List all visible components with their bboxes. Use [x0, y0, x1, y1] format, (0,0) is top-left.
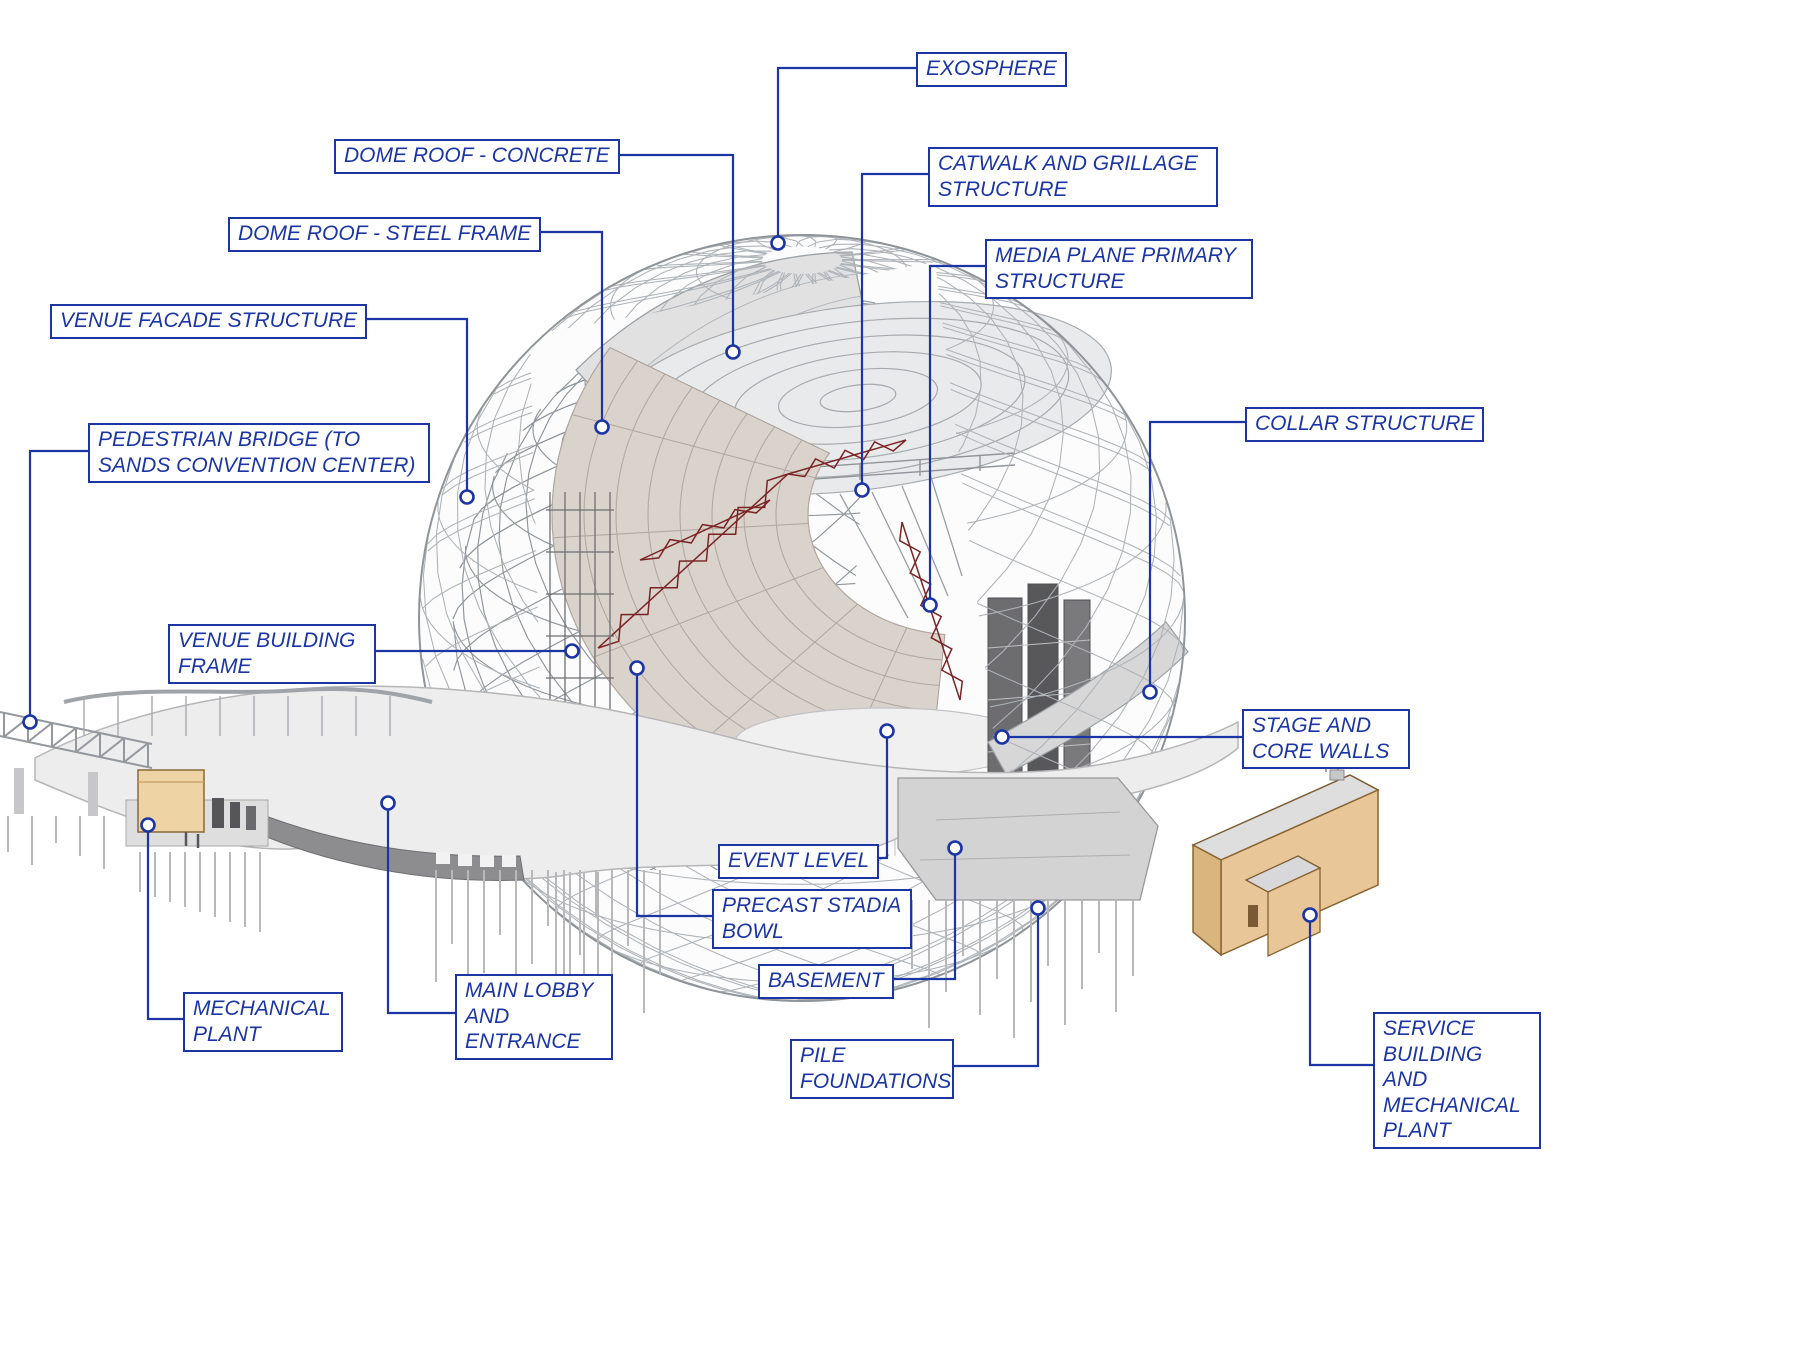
label-precast-stadia-bowl: PRECAST STADIA BOWL	[712, 889, 912, 950]
label-stage-and-core-walls: STAGE AND CORE WALLS	[1242, 709, 1410, 770]
label-catwalk-grillage: CATWALK AND GRILLAGE STRUCTURE	[928, 147, 1218, 208]
pile-foundations	[7, 816, 1134, 1038]
label-media-plane-primary-structure: MEDIA PLANE PRIMARY STRUCTURE	[985, 239, 1253, 300]
label-main-lobby-and-entrance: MAIN LOBBY AND ENTRANCE	[455, 974, 613, 1060]
lobby-door	[502, 855, 516, 867]
label-service-building: SERVICE BUILDING AND MECHANICAL PLANT	[1373, 1012, 1541, 1150]
leader-pedestrian-bridge	[22, 449, 150, 730]
label-basement: BASEMENT	[758, 964, 894, 999]
basement	[897, 777, 1159, 901]
label-venue-building-frame: VENUE BUILDING FRAME	[168, 624, 376, 685]
main-lobby-fascia	[245, 809, 525, 881]
entry-canopy	[63, 686, 433, 704]
lobby-door	[480, 855, 494, 867]
leader-mechanical-plant	[140, 817, 250, 1021]
label-dome-roof-concrete: DOME ROOF - CONCRETE	[334, 139, 620, 174]
label-mechanical-plant: MECHANICAL PLANT	[183, 992, 343, 1053]
site	[0, 685, 1380, 1038]
lobby-door	[436, 852, 450, 864]
canopy-posts	[83, 696, 391, 736]
sphere-outline	[418, 234, 1186, 1002]
label-pedestrian-bridge: PEDESTRIAN BRIDGE (TO SANDS CONVENTION C…	[88, 423, 430, 484]
label-dome-roof-steel-frame: DOME ROOF - STEEL FRAME	[228, 217, 542, 252]
label-collar-structure: COLLAR STRUCTURE	[1245, 407, 1485, 442]
lobby-door	[458, 854, 472, 866]
leader-exosphere	[770, 66, 980, 251]
label-exosphere: EXOSPHERE	[916, 52, 1067, 87]
label-pile-foundations: PILE FOUNDATIONS	[790, 1039, 954, 1100]
label-event-level: EVENT LEVEL	[718, 844, 880, 879]
service-building	[1191, 744, 1380, 958]
label-venue-facade-structure: VENUE FACADE STRUCTURE	[50, 304, 368, 339]
media-plane-primary-structure	[839, 473, 963, 619]
